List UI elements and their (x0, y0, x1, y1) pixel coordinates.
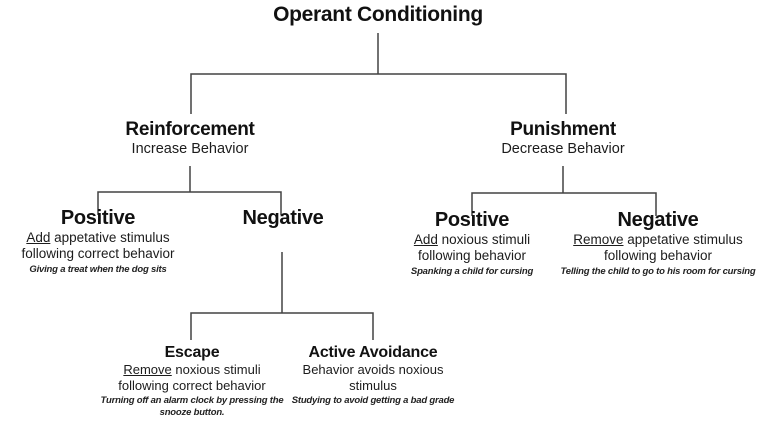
connector-negative-bracket (190, 312, 374, 340)
keyword-remove: Remove (123, 362, 172, 378)
reinforcement-positive-example: Giving a treat when the dog sits (29, 263, 167, 275)
escape-detail: Remove noxious stimuli (97, 362, 287, 378)
reinforcement-heading: Reinforcement (125, 119, 255, 140)
node-escape: Escape Remove noxious stimuli following … (97, 343, 287, 420)
detail-rest: noxious stimuli (437, 232, 531, 247)
node-punishment: Punishment Decrease Behavior (501, 119, 624, 158)
escape-example: Turning off an alarm clock by pressing t… (100, 394, 284, 419)
active-avoidance-example: Studying to avoid getting a bad grade (291, 394, 455, 406)
punishment-subheading: Decrease Behavior (501, 140, 625, 157)
keyword-add: Add (413, 232, 438, 247)
escape-heading: Escape (164, 344, 220, 361)
reinforcement-positive-detail-line2: following correct behavior (21, 246, 175, 262)
punishment-positive-detail-line2: following behavior (417, 248, 527, 264)
connector-reinforcement-bracket (97, 191, 282, 215)
connector-root-bracket (190, 73, 567, 114)
reinforcement-subheading: Increase Behavior (131, 140, 249, 157)
node-reinforcement: Reinforcement Increase Behavior (125, 119, 254, 158)
detail-rest: noxious stimuli (171, 362, 261, 378)
punishment-positive-heading: Positive (434, 209, 510, 231)
keyword-remove: Remove (573, 232, 624, 247)
punishment-negative-heading: Negative (617, 209, 699, 231)
node-punishment-negative: Negative Remove appetative stimulus foll… (560, 209, 755, 278)
punishment-negative-detail-line2: following behavior (603, 248, 713, 264)
keyword-add: Add (26, 230, 51, 245)
node-punishment-positive: Positive Add noxious stimuli following b… (411, 209, 533, 278)
active-avoidance-detail: Behavior avoids noxious stimulus (302, 362, 444, 394)
punishment-negative-detail: Remove appetative stimulus (560, 232, 755, 248)
active-avoidance-heading: Active Avoidance (308, 344, 438, 361)
punishment-heading: Punishment (510, 119, 616, 140)
connector-punishment-bracket (471, 192, 657, 216)
detail-rest: appetative stimulus (50, 230, 170, 245)
node-reinforcement-negative: Negative (243, 207, 324, 230)
punishment-positive-example: Spanking a child for cursing (410, 265, 534, 277)
reinforcement-positive-heading: Positive (60, 207, 136, 229)
reinforcement-positive-detail: Add appetative stimulus (21, 230, 174, 246)
node-active-avoidance: Active Avoidance Behavior avoids noxious… (287, 343, 459, 407)
escape-detail-line2: following correct behavior (118, 378, 266, 394)
punishment-negative-example: Telling the child to go to his room for … (560, 265, 756, 277)
reinforcement-negative-heading: Negative (242, 207, 324, 229)
punishment-positive-detail: Add noxious stimuli (411, 232, 533, 248)
detail-rest: appetative stimulus (623, 232, 743, 247)
node-reinforcement-positive: Positive Add appetative stimulus followi… (21, 207, 174, 276)
diagram-title: Operant Conditioning (273, 3, 483, 26)
